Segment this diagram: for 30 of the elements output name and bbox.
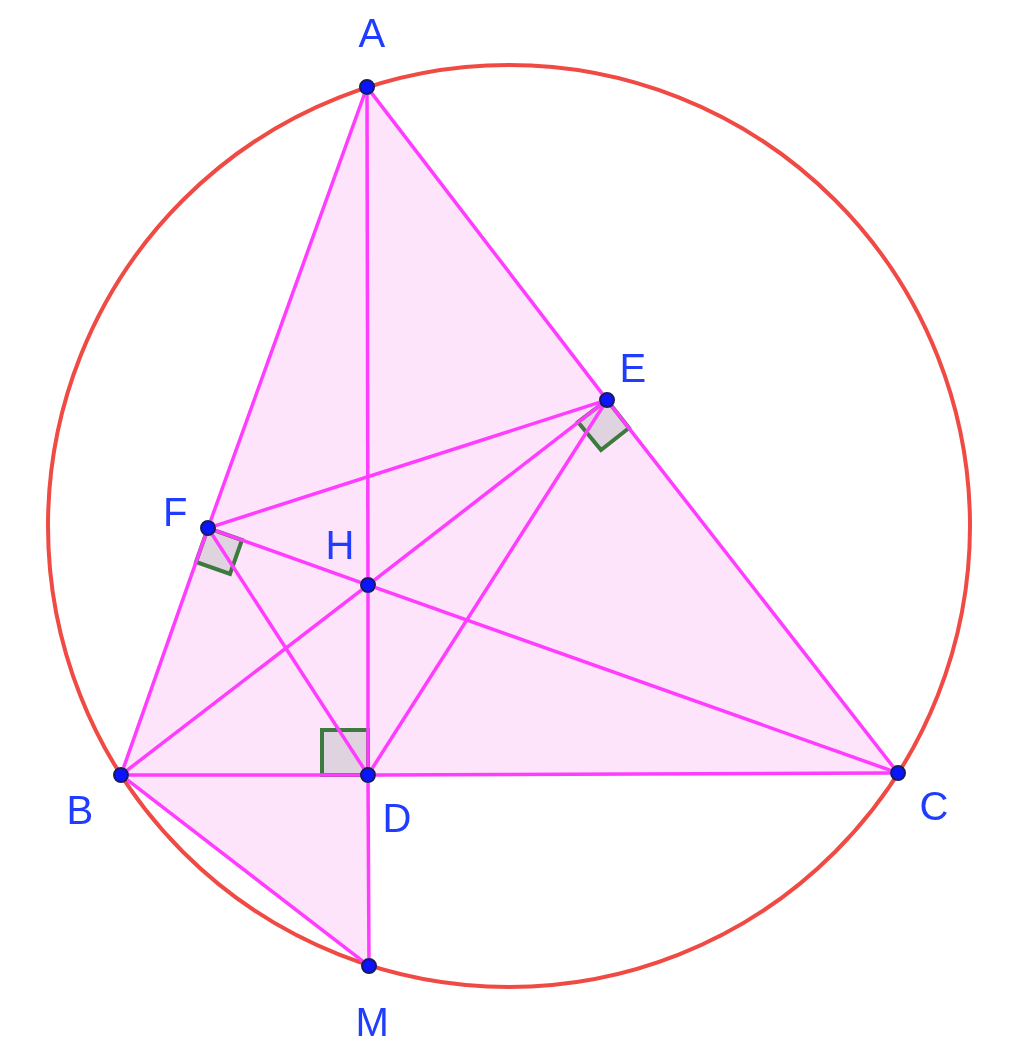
- segment-line: [370, 405, 605, 770]
- point-label: B: [66, 790, 94, 830]
- point-label: F: [163, 492, 188, 532]
- point-label: D: [382, 798, 412, 838]
- point-label: H: [325, 525, 355, 565]
- point-label: C: [919, 786, 949, 826]
- segment-line: [210, 533, 366, 770]
- point-label: E: [619, 348, 647, 388]
- point-label: A: [358, 13, 386, 53]
- segment-line: [214, 529, 362, 584]
- point-dot: [200, 520, 216, 536]
- point-dot: [890, 765, 906, 781]
- segment-line: [209, 93, 366, 522]
- segment-line: [610, 405, 895, 768]
- point-dot: [359, 79, 375, 95]
- segment-line: [373, 403, 602, 582]
- segment-line: [365, 95, 370, 577]
- segment-line: [370, 92, 604, 395]
- segment-line: [374, 586, 892, 772]
- segment-line: [366, 593, 370, 767]
- segment-line: [126, 588, 363, 772]
- segment-line: [376, 771, 890, 777]
- point-label: M: [355, 1002, 389, 1042]
- point-dot: [113, 767, 129, 783]
- point-dot: [361, 958, 377, 974]
- segment-line: [129, 773, 360, 777]
- segment-line: [215, 400, 600, 528]
- segment-line: [122, 534, 207, 769]
- segment-line: [366, 783, 371, 958]
- point-dot: [599, 392, 615, 408]
